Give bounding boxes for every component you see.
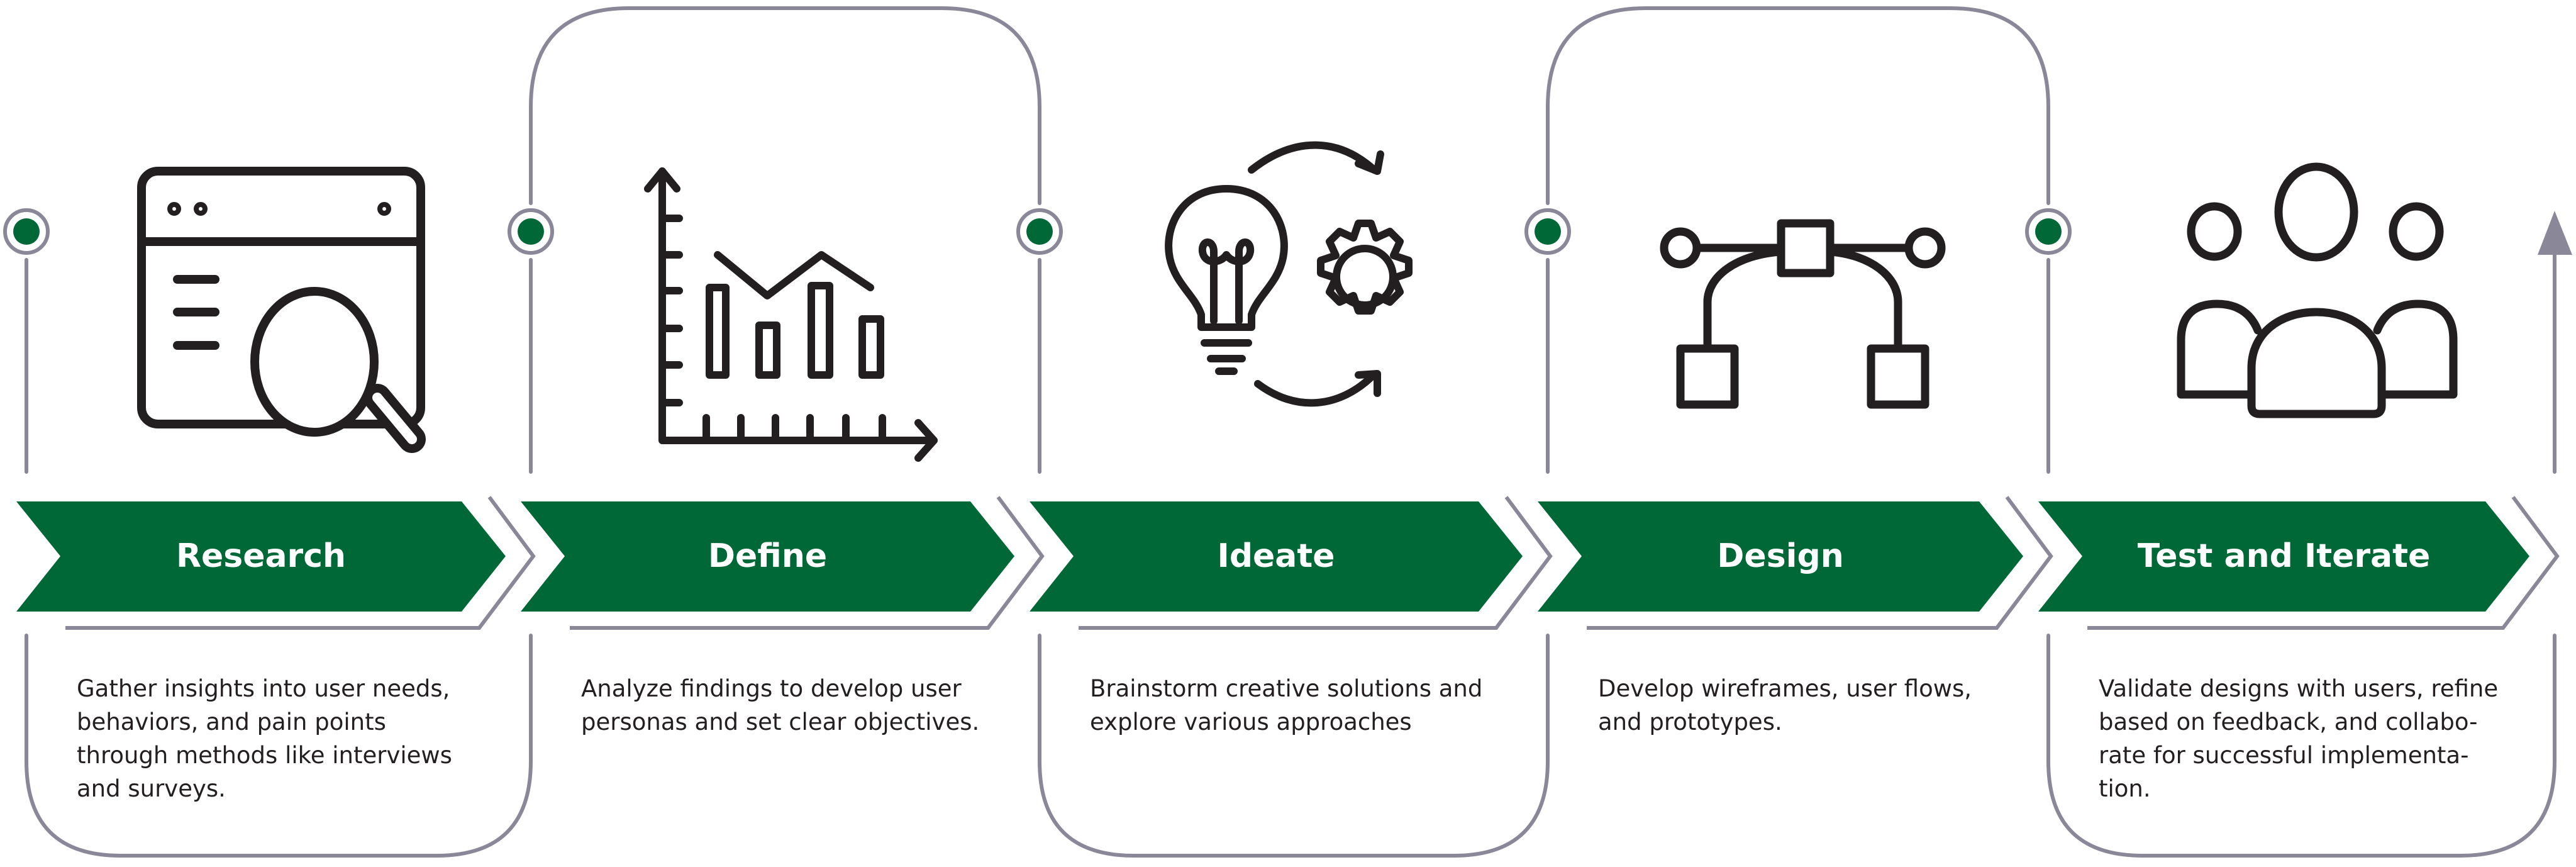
chevron-outline	[2087, 496, 2560, 630]
arrow-up-icon	[2538, 211, 2572, 255]
step-description: Analyze findings to develop user personas…	[581, 672, 1021, 739]
step-chevron	[521, 501, 1014, 612]
step-chevron	[1538, 501, 2023, 612]
description-line: Analyze findings to develop user	[581, 675, 962, 702]
step-chevron	[1030, 501, 1523, 612]
node-dot	[518, 218, 544, 245]
chevron-outline	[570, 496, 1045, 630]
description-line: personas and set clear objectives.	[581, 708, 980, 736]
description-line: Brainstorm creative solutions and	[1090, 675, 1483, 702]
description-line: through methods like interviews	[77, 742, 452, 769]
description-line: rate for successful implementa-	[2099, 742, 2469, 769]
node-dot	[1535, 218, 1561, 245]
node-dot	[2035, 218, 2062, 245]
test-bottom-frame	[2046, 634, 2557, 858]
description-line: behaviors, and pain points	[77, 708, 386, 736]
description-line: based on feedback, and collabo-	[2099, 708, 2478, 736]
design-top-frame	[1546, 6, 2050, 474]
step-chevron	[16, 501, 506, 612]
step-title: Design	[1717, 537, 1844, 575]
step-description: Brainstorm creative solutions and explore…	[1090, 672, 1530, 739]
description-line: tion.	[2099, 775, 2151, 802]
step-description: Validate designs with users, refine based…	[2099, 672, 2539, 805]
description-line: Validate designs with users, refine	[2099, 675, 2499, 702]
description-line: Develop wireframes, user flows,	[1598, 675, 1972, 702]
step-title: Ideate	[1217, 537, 1335, 575]
browser-search-icon	[137, 167, 426, 453]
ideate-bottom-frame	[1038, 634, 1550, 858]
description-line: and prototypes.	[1598, 708, 1782, 736]
description-line: and surveys.	[77, 775, 226, 802]
chevron-outline	[1587, 496, 2053, 630]
step-title: Define	[708, 537, 828, 575]
step-chevron	[2038, 501, 2529, 612]
step-title: Test and Iterate	[2137, 537, 2431, 575]
step-description: Gather insights into user needs, behavior…	[77, 672, 517, 805]
lightbulb-gear-icon	[1165, 141, 1413, 407]
chevron-outline	[65, 496, 536, 630]
research-bottom-frame	[25, 634, 533, 858]
chart-icon	[644, 167, 938, 462]
outline-frame	[25, 6, 2557, 858]
step-title: Research	[175, 537, 347, 575]
description-line: Gather insights into user needs,	[77, 675, 450, 702]
step-description: Develop wireframes, user flows, and proto…	[1598, 672, 2038, 739]
node-dot	[13, 218, 40, 245]
define-top-frame	[529, 6, 1041, 474]
bezier-pen-icon	[1660, 219, 1946, 409]
users-group-icon	[2177, 162, 2458, 418]
chevron-outline	[1079, 496, 1553, 630]
node-dot	[1026, 218, 1053, 245]
description-line: explore various approaches	[1090, 708, 1412, 736]
